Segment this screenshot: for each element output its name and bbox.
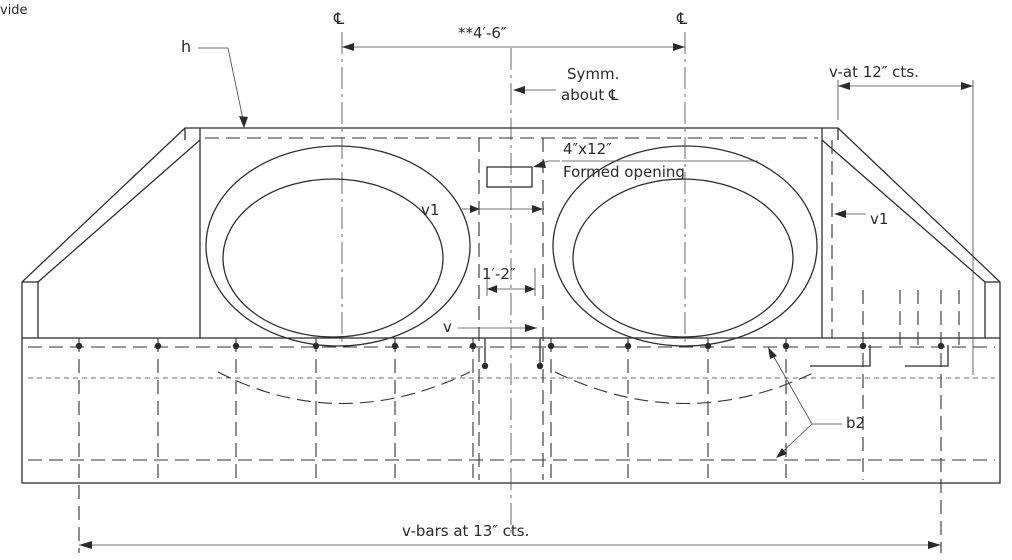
label-h: h [181,37,191,56]
center-v1-bars [462,138,544,480]
formed-opening-rect [486,166,533,188]
centerline-symbol-right: ℄ [676,9,688,28]
dimension-bottom [79,541,941,549]
label-v1-center: v1 [421,201,439,219]
top-right-spacing-text: v-at 12″ cts. [829,63,919,81]
corner-text: vide [0,3,28,18]
centerline-symbol-left: ℄ [333,9,345,28]
left-pipe-opening [205,145,471,404]
leader-h [198,47,245,125]
bar-dots [75,338,949,370]
dim-center-gap-text: 1′-2″ [482,265,516,283]
bottom-spacing-text: v-bars at 13″ cts. [402,522,529,540]
formed-opening-size: 4″x12″ [563,140,612,158]
dimension-top-right [837,80,974,375]
dim-centerline-spacing-text: **4′-6″ [458,24,507,42]
centerlines [341,32,686,535]
label-b2: b2 [846,414,865,432]
label-v: v [443,318,452,336]
vertical-bars [78,290,960,553]
formed-opening-label: Formed opening [563,163,685,181]
right-wing-wall [821,127,1001,338]
dimension-center-gap [486,268,536,296]
label-v1-right: v1 [870,210,888,228]
symm-note-line1: Symm. [567,65,619,83]
symm-note-line2: about ℄ [561,86,619,104]
leader-b2 [768,347,842,458]
dimension-centerline-spacing [342,43,685,51]
left-wing-wall [21,127,201,338]
